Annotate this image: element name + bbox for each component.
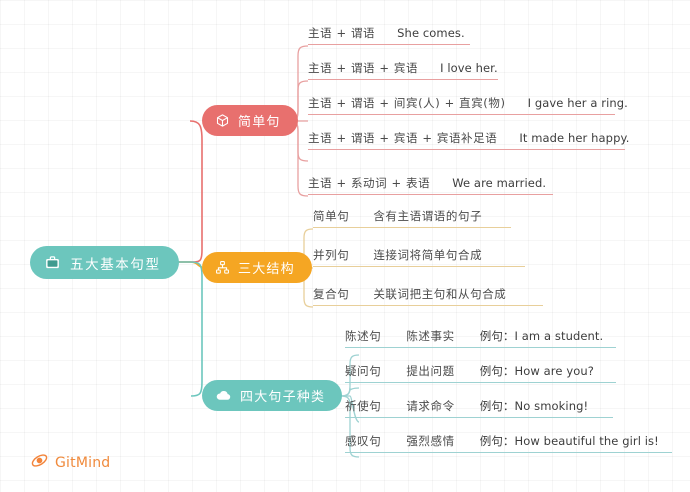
leaf-row[interactable]: 主语 + 谓语 + 间宾(人) + 直宾(物) I gave her a rin… [308,96,628,115]
leaf-underline [345,417,613,418]
leaf-desc: 提出问题 [406,364,455,378]
leaf-row[interactable]: 祈使句 请求命令 例句：No smoking! [345,399,613,418]
leaf-name: 祈使句 [345,399,382,413]
leaf-row[interactable]: 主语 + 系动词 + 表语 We are married. [308,176,553,195]
leaf-pattern: 主语 + 谓语 + 间宾(人) + 直宾(物) [308,96,506,110]
branch-node-label: 三大结构 [238,262,295,277]
leaf-underline [308,194,553,195]
leaf-pattern: 主语 + 谓语 + 宾语 + 宾语补足语 [308,131,498,145]
leaf-name: 并列句 [313,248,350,262]
leaf-example: 例句：No smoking! [479,399,589,413]
branch-node-structure[interactable]: 三大结构 [202,252,312,283]
gitmind-swirl-icon [30,451,49,474]
leaf-example: 例句：How beautiful the girl is! [479,434,659,448]
leaf-desc: 陈述事实 [406,329,455,343]
leaf-example: 例句：How are you? [479,364,594,378]
leaf-pattern: 主语 + 谓语 [308,26,376,40]
leaf-desc: 关联词把主句和从句合成 [373,287,507,301]
branch-node-simple[interactable]: 简单句 [202,105,298,136]
leaf-underline [345,452,672,453]
leaf-row[interactable]: 简单句 含有主语谓语的句子 [313,209,511,228]
leaf-underline [313,305,543,306]
branch-node-types[interactable]: 四大句子种类 [202,380,343,411]
leaf-underline [313,227,511,228]
leaf-example: 例句：I am a student. [479,329,604,343]
leaf-name: 简单句 [313,209,350,223]
leaf-row[interactable]: 并列句 连接词将简单句合成 [313,248,525,267]
leaf-row[interactable]: 疑问句 提出问题 例句：How are you? [345,364,616,383]
leaf-example: She comes. [397,26,465,40]
network-nodes-icon [215,260,230,275]
gitmind-logo[interactable]: GitMind [30,451,110,474]
leaf-example: I gave her a ring. [527,96,628,110]
leaf-desc: 请求命令 [406,399,455,413]
cube-icon [215,113,230,128]
leaf-name: 复合句 [313,287,350,301]
leaf-underline [308,44,470,45]
root-node-label: 五大基本句型 [70,256,161,273]
leaf-underline [345,347,616,348]
gitmind-wordmark: GitMind [55,454,111,471]
root-node[interactable]: 五大基本句型 [30,246,179,279]
leaf-pattern: 主语 + 谓语 + 宾语 [308,61,419,75]
leaf-row[interactable]: 主语 + 谓语 She comes. [308,26,470,45]
leaf-example: It made her happy. [519,131,630,145]
leaf-example: We are married. [452,176,547,190]
cloud-icon [215,387,232,404]
leaf-example: I love her. [440,61,498,75]
leaf-underline [308,114,615,115]
leaf-desc: 含有主语谓语的句子 [373,209,483,223]
leaf-name: 疑问句 [345,364,382,378]
briefcase-icon [44,254,61,271]
leaf-row[interactable]: 复合句 关联词把主句和从句合成 [313,287,543,306]
leaf-row[interactable]: 陈述句 陈述事实 例句：I am a student. [345,329,616,348]
branch-node-label: 简单句 [238,115,281,130]
leaf-underline [308,149,625,150]
leaf-pattern: 主语 + 系动词 + 表语 [308,176,431,190]
leaf-underline [345,382,616,383]
branch-node-label: 四大句子种类 [240,390,326,405]
leaf-row[interactable]: 感叹句 强烈感情 例句：How beautiful the girl is! [345,434,672,453]
leaf-desc: 连接词将简单句合成 [373,248,483,262]
leaf-name: 感叹句 [345,434,382,448]
leaf-name: 陈述句 [345,329,382,343]
leaf-underline [313,266,525,267]
leaf-row[interactable]: 主语 + 谓语 + 宾语 + 宾语补足语 It made her happy. [308,131,629,150]
leaf-desc: 强烈感情 [406,434,455,448]
leaf-underline [308,79,498,80]
leaf-row[interactable]: 主语 + 谓语 + 宾语 I love her. [308,61,498,80]
